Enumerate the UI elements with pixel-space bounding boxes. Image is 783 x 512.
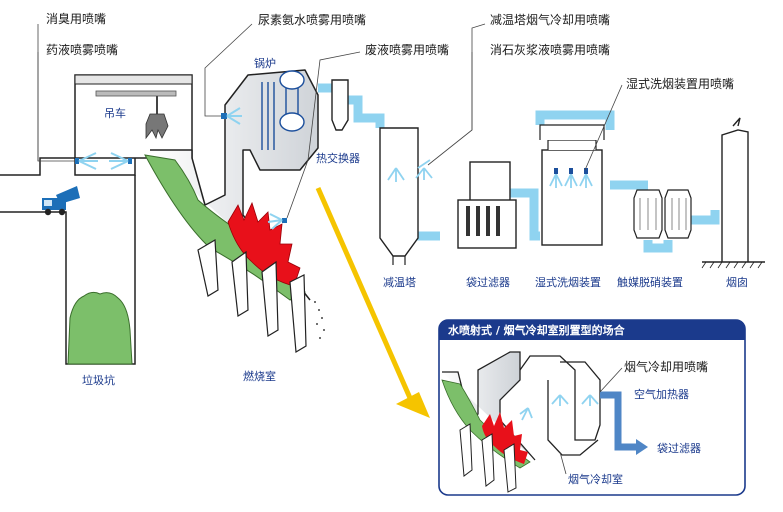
inset-air-heater-label: 空气加热器 [634, 387, 689, 401]
waste-liquid-nozzle-label: 废液喷雾用喷嘴 [365, 42, 449, 57]
pit-label: 垃圾坑 [82, 373, 115, 387]
cooling-tower-label: 减温塔 [383, 276, 416, 289]
spray-nozzle-icon [387, 159, 433, 182]
inset-bag-filter-label: 袋过滤器 [657, 441, 701, 455]
crane-house [74, 74, 193, 159]
inset-furnace [441, 351, 536, 493]
crane-grab-icon [145, 113, 169, 140]
bag-filter [457, 161, 517, 249]
heat-exchanger [331, 79, 349, 131]
inset-flow-arrow [600, 391, 648, 455]
inset-cooling-chamber-label: 烟气冷却室 [568, 472, 623, 486]
inset-cooling-nozzle-label: 烟气冷却用喷嘴 [624, 359, 708, 374]
bag-filter-label: 袋过滤器 [466, 275, 510, 289]
urea-leader-line [204, 23, 253, 117]
chimney-label: 烟囱 [726, 275, 748, 289]
inset-chamber-leader [559, 451, 567, 475]
boiler-label: 锅炉 [254, 57, 276, 70]
inset-title: 水喷射式 / 烟气冷却室别置型的场合 [448, 323, 626, 337]
scrubber-leader-line [584, 84, 623, 171]
urea-nozzle-icon [221, 107, 242, 125]
wet-scrubber-nozzle-label: 湿式洗烟装置用喷嘴 [626, 76, 734, 91]
inset-cooling-chamber [519, 355, 601, 456]
slaked-lime-nozzle-label: 消石灰浆液喷雾用喷嘴 [490, 42, 610, 57]
chimney [701, 117, 765, 269]
heat-exchanger-label: 热交换器 [316, 151, 360, 165]
cooling-tower [379, 127, 433, 265]
chem-mist-nozzle-label: 药液喷雾喷嘴 [46, 42, 118, 57]
cooling-tower-nozzle-label: 减温塔烟气冷却用喷嘴 [490, 12, 610, 27]
urea-nozzle-label: 尿素氨水喷雾用喷嘴 [258, 13, 366, 27]
boiler [261, 70, 305, 150]
furnace [144, 69, 325, 354]
wet-scrubber [539, 124, 605, 246]
deodor-nozzle-label: 消臭用喷嘴 [46, 11, 106, 26]
wet-scrubber-label: 湿式洗烟装置 [535, 275, 601, 289]
inset-spray-icon [519, 394, 599, 421]
flue-duct [318, 83, 720, 253]
denitration-unit [633, 189, 692, 239]
denitration-label: 触媒脱硝装置 [617, 275, 683, 289]
waste-leader-line [286, 51, 361, 219]
scrubber-nozzle-icon [549, 173, 593, 188]
deodor-nozzles [75, 152, 132, 170]
garbage-pile [67, 291, 133, 365]
yellow-arrow [315, 186, 430, 418]
waste-liquid-nozzle-icon [267, 213, 287, 230]
inset-flame-icon [482, 412, 528, 464]
crane-label: 吊车 [104, 106, 126, 120]
furnace-label: 燃烧室 [243, 369, 276, 383]
truck-icon [42, 186, 80, 216]
inset-nozzle-leader [599, 367, 623, 393]
